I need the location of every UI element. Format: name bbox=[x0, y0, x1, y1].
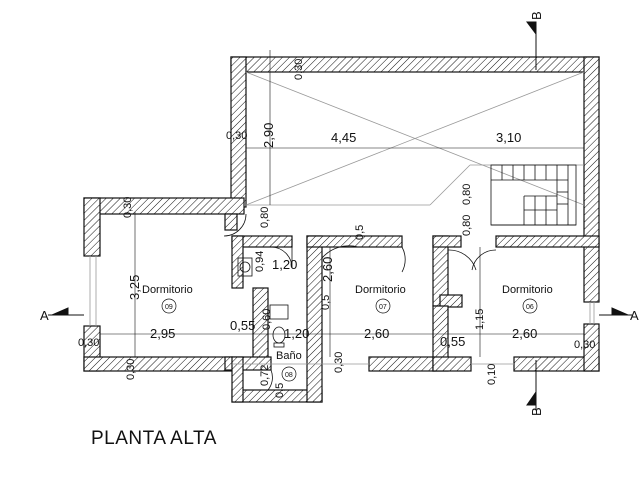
dim-bottom-wall-right: 0,10 bbox=[486, 364, 498, 385]
dim-bath-door: 0,5 bbox=[274, 383, 286, 398]
section-marks bbox=[48, 21, 632, 410]
dim-wall-055-right: 0,55 bbox=[440, 334, 465, 349]
dimension-lines bbox=[100, 50, 584, 357]
room-08-badge bbox=[281, 366, 297, 382]
walls bbox=[83, 56, 600, 403]
section-b-top: B bbox=[529, 11, 544, 20]
section-b-bottom: B bbox=[529, 407, 544, 416]
dim-room09-width: 2,95 bbox=[150, 326, 175, 341]
room-07-badge bbox=[375, 298, 391, 314]
dim-top-wall-left: 0,30 bbox=[226, 130, 247, 142]
dim-bottom-wall-left: 0,30 bbox=[125, 359, 137, 380]
wall-06-top bbox=[495, 235, 600, 248]
dim-door-b: 0,5 bbox=[320, 295, 332, 310]
room-09-badge bbox=[161, 298, 177, 314]
windows bbox=[89, 256, 595, 365]
dim-bath-lower: 0,72 bbox=[259, 365, 271, 386]
doors bbox=[223, 213, 497, 391]
room-07-number: 07 bbox=[379, 304, 387, 311]
dim-room06-width: 2,60 bbox=[512, 326, 537, 341]
wall-right bbox=[583, 56, 600, 303]
dim-span-right: 3,10 bbox=[496, 130, 521, 145]
room-09-label: Dormitorio bbox=[142, 284, 193, 296]
section-a-left: A bbox=[40, 308, 49, 323]
dim-void-height: 2,90 bbox=[261, 123, 276, 148]
dim-right-edge: 0,30 bbox=[574, 339, 595, 351]
void-cross bbox=[245, 71, 585, 206]
dim-room07-height: 2,60 bbox=[320, 257, 335, 282]
wall-mid-right bbox=[432, 235, 462, 248]
dim-room07-width: 2,60 bbox=[364, 326, 389, 341]
dim-left-wall-top: 0,30 bbox=[122, 197, 134, 218]
wall-06-right-lower bbox=[583, 323, 600, 372]
room-08-number: 08 bbox=[285, 372, 293, 379]
room-08-label: Baño bbox=[276, 350, 302, 362]
dim-bath-width: 1,20 bbox=[272, 257, 297, 272]
dim-door-a: 0,5 bbox=[354, 225, 366, 240]
dim-room06-inner: 1,15 bbox=[474, 309, 486, 330]
wall-top bbox=[230, 56, 600, 73]
dim-bottom-wall-mid: 0,30 bbox=[333, 352, 345, 373]
wall-left-bottom bbox=[83, 356, 233, 372]
dim-left-edge: 0,30 bbox=[78, 337, 99, 349]
plan-title: PLANTA ALTA bbox=[91, 428, 217, 449]
room-06-number: 06 bbox=[526, 304, 534, 311]
dim-span-left: 4,45 bbox=[331, 130, 356, 145]
wall-06-left-bot bbox=[432, 356, 472, 372]
section-a-right: A bbox=[630, 308, 639, 323]
wall-07-top bbox=[306, 235, 403, 248]
wall-bath-left bbox=[231, 235, 244, 289]
wall-mid-box bbox=[439, 294, 463, 308]
dim-room09-height: 3,25 bbox=[127, 275, 142, 300]
wall-07-bottom bbox=[368, 356, 436, 372]
dim-top-wall-right: 0,30 bbox=[293, 59, 305, 80]
wall-bath-lowl bbox=[231, 356, 244, 403]
stair bbox=[490, 164, 577, 226]
bath-fixtures bbox=[237, 257, 289, 348]
room-09-number: 09 bbox=[165, 304, 173, 311]
wall-left-stub bbox=[224, 213, 238, 231]
dim-wall-055-left: 0,55 bbox=[230, 318, 255, 333]
dim-stair-wall-b: 0,80 bbox=[461, 215, 473, 236]
dim-bath-wall-a: 0,60 bbox=[261, 309, 273, 330]
room-07-label: Dormitorio bbox=[355, 284, 406, 296]
wall-left-left-upper bbox=[83, 197, 101, 257]
dim-bath-upper: 0,94 bbox=[254, 251, 266, 272]
wall-left-top bbox=[83, 197, 245, 215]
dim-corridor: 0,80 bbox=[259, 207, 271, 228]
room-06-label: Dormitorio bbox=[502, 284, 553, 296]
dim-bath-width-b: 1,20 bbox=[284, 326, 309, 341]
dim-stair-wall-a: 0,80 bbox=[461, 184, 473, 205]
room-06-badge bbox=[522, 298, 538, 314]
